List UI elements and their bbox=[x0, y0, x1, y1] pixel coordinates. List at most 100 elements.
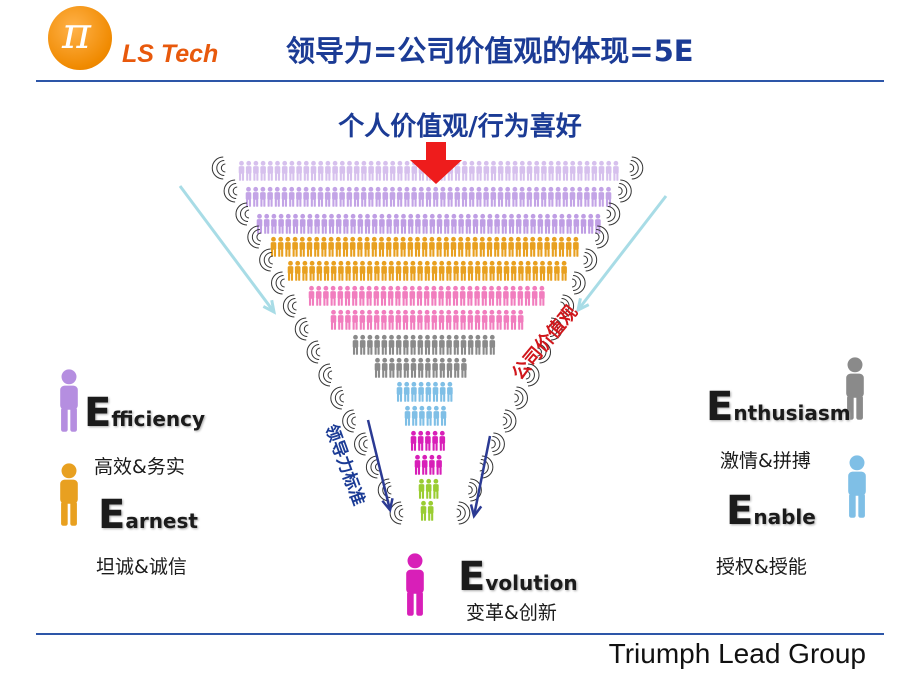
sound-wave-icon bbox=[491, 432, 505, 456]
crowd-person-icon bbox=[518, 260, 524, 281]
crowd-person-icon bbox=[541, 160, 547, 181]
crowd-person-icon bbox=[278, 213, 284, 234]
crowd-person-icon bbox=[439, 381, 446, 402]
crowd-person-icon bbox=[375, 160, 382, 181]
crowd-person-icon bbox=[584, 160, 590, 181]
earnest-label: Earnest bbox=[98, 492, 198, 538]
crowd-person-icon bbox=[260, 186, 266, 207]
crowd-person-icon bbox=[381, 260, 387, 281]
crowd-person-icon bbox=[479, 236, 486, 257]
crowd-person-icon bbox=[389, 357, 395, 378]
crowd-person-icon bbox=[381, 334, 388, 355]
crowd-person-icon bbox=[445, 309, 452, 330]
crowd-person-icon bbox=[314, 213, 320, 234]
crowd-person-icon bbox=[396, 381, 403, 402]
crowd-person-icon bbox=[271, 213, 277, 234]
sound-wave-icon bbox=[282, 294, 297, 318]
crowd-person-icon bbox=[539, 260, 546, 281]
crowd-person-icon bbox=[438, 260, 445, 281]
person-icon-earnest bbox=[60, 463, 78, 526]
right-down-arrow-icon bbox=[469, 435, 492, 519]
crowd-person-icon bbox=[395, 285, 401, 306]
right-inflow-arrow-icon bbox=[575, 195, 668, 313]
crowd-person-icon bbox=[431, 285, 437, 306]
crowd-person-icon bbox=[359, 260, 366, 281]
crowd-person-icon bbox=[335, 213, 342, 234]
crowd-person-icon bbox=[482, 334, 488, 355]
crowd-person-icon bbox=[426, 405, 432, 426]
crowd-person-icon bbox=[330, 260, 337, 281]
crowd-person-icon bbox=[476, 186, 482, 207]
crowd-person-icon bbox=[451, 213, 457, 234]
crowd-person-icon bbox=[439, 430, 446, 451]
crowd-person-icon bbox=[447, 381, 453, 402]
enthusiasm-label: Enthusiasm bbox=[706, 384, 851, 430]
crowd-person-icon bbox=[496, 309, 502, 330]
crowd-person-icon bbox=[371, 213, 378, 234]
crowd-person-icon bbox=[417, 357, 424, 378]
crowd-person-icon bbox=[577, 160, 583, 181]
crowd-person-icon bbox=[503, 285, 509, 306]
crowd-person-icon bbox=[422, 213, 428, 234]
crowd-person-icon bbox=[352, 260, 359, 281]
crowd-person-icon bbox=[375, 186, 381, 207]
crowd-person-icon bbox=[436, 454, 442, 475]
enthusiasm-subtitle: 激情&拼搏 bbox=[720, 450, 811, 472]
sound-wave-icon bbox=[330, 386, 344, 410]
crowd-person-icon bbox=[418, 478, 425, 499]
crowd-person-icon bbox=[316, 260, 323, 281]
crowd-person-icon bbox=[519, 186, 525, 207]
crowd-person-icon bbox=[548, 160, 554, 181]
crowd-person-icon bbox=[417, 334, 424, 355]
crowd-person-icon bbox=[351, 285, 358, 306]
crowd-person-icon bbox=[450, 236, 457, 257]
crowd-person-icon bbox=[447, 186, 453, 207]
crowd-person-icon bbox=[425, 478, 432, 499]
crowd-person-icon bbox=[546, 260, 553, 281]
crowd-person-icon bbox=[302, 260, 308, 281]
crowd-person-icon bbox=[562, 160, 569, 181]
sound-wave-icon bbox=[606, 202, 621, 226]
sound-wave-icon bbox=[583, 248, 598, 272]
crowd-person-icon bbox=[452, 285, 459, 306]
crowd-person-icon bbox=[245, 186, 252, 207]
crowd-person-icon bbox=[425, 430, 431, 451]
crowd-person-icon bbox=[404, 405, 411, 426]
crowd-person-icon bbox=[307, 213, 313, 234]
sound-wave-icon bbox=[629, 156, 644, 180]
crowd-person-icon bbox=[367, 334, 373, 355]
crowd-person-icon bbox=[454, 186, 461, 207]
sound-wave-icon bbox=[502, 409, 517, 433]
crowd-person-icon bbox=[512, 186, 518, 207]
crowd-person-icon bbox=[296, 186, 302, 207]
crowd-person-icon bbox=[317, 160, 324, 181]
efficiency-subtitle: 高效&务实 bbox=[94, 456, 185, 478]
crowd-person-icon bbox=[561, 260, 567, 281]
crowd-person-icon bbox=[368, 160, 374, 181]
crowd-person-icon bbox=[551, 213, 558, 234]
crowd-person-icon bbox=[359, 334, 366, 355]
crowd-person-icon bbox=[345, 309, 351, 330]
crowd-person-icon bbox=[417, 309, 423, 330]
evolution-label: Evolution bbox=[458, 554, 578, 600]
crowd-person-icon bbox=[373, 285, 380, 306]
crowd-person-icon bbox=[566, 213, 572, 234]
crowd-person-icon bbox=[429, 213, 436, 234]
crowd-person-icon bbox=[328, 213, 335, 234]
sound-wave-icon bbox=[223, 179, 238, 203]
crowd-person-icon bbox=[424, 309, 430, 330]
crowd-person-icon bbox=[387, 285, 394, 306]
crowd-person-icon bbox=[274, 186, 281, 207]
crowd-person-icon bbox=[475, 334, 481, 355]
crowd-person-icon bbox=[497, 160, 504, 181]
crowd-person-icon bbox=[388, 309, 394, 330]
crowd-person-icon bbox=[483, 160, 490, 181]
crowd-person-icon bbox=[465, 213, 472, 234]
crowd-person-icon bbox=[309, 260, 315, 281]
crowd-person-icon bbox=[411, 405, 418, 426]
crowd-person-icon bbox=[299, 236, 306, 257]
crowd-person-icon bbox=[481, 285, 488, 306]
crowd-person-icon bbox=[287, 260, 294, 281]
earnest-subtitle: 坦诚&诚信 bbox=[96, 556, 187, 578]
crowd-person-icon bbox=[526, 186, 533, 207]
